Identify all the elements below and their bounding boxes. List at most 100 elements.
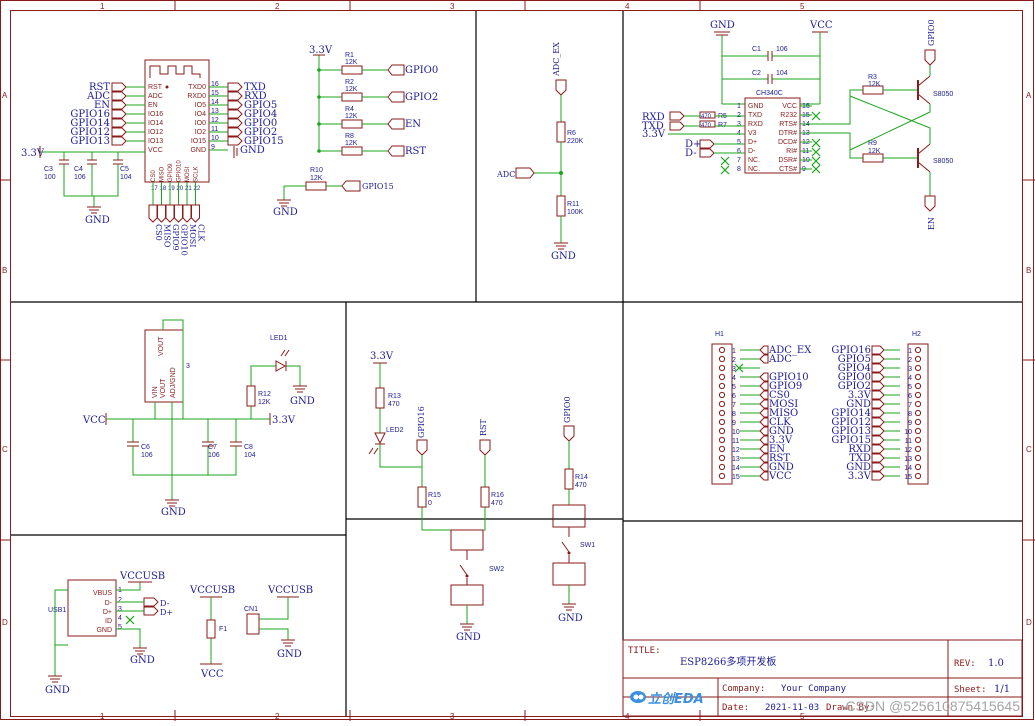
col-label: 2 xyxy=(275,2,280,11)
pin-name: D+ xyxy=(103,609,112,616)
cap-value: 106 xyxy=(141,452,153,459)
date-value: 2021-11-03 xyxy=(765,703,819,713)
led-ref: LED1 xyxy=(270,335,288,342)
net-label: EN xyxy=(405,119,421,130)
pin-name: D- xyxy=(105,600,113,607)
net-label: GPIO15 xyxy=(244,136,284,147)
net-flag xyxy=(759,426,769,436)
esp12-module: RSTADCENIO16IO14IO12IO13VCCRSTADCENGPIO1… xyxy=(21,59,284,256)
header-pin xyxy=(718,391,726,399)
pin-name: DTR# xyxy=(779,130,797,137)
pin-number: 10 xyxy=(732,429,740,436)
rev-value: 1.0 xyxy=(988,658,1004,669)
header-pin xyxy=(718,409,726,417)
pin-name: VIN xyxy=(152,386,159,398)
gnd-label: GND xyxy=(161,507,186,518)
net-label: VCCUSB xyxy=(267,585,313,596)
pin-name: MISO xyxy=(160,166,166,182)
net-label: EN xyxy=(769,444,785,455)
net-label: GPIO15 xyxy=(831,435,871,446)
header-pin xyxy=(914,364,922,372)
pin-name: IO4 xyxy=(195,111,206,118)
pin-name: NC. xyxy=(748,157,760,164)
pin-number: 3 xyxy=(732,366,736,373)
net-label: 3.3V xyxy=(848,390,872,401)
cap-value: 106 xyxy=(208,452,220,459)
pin-number: 14 xyxy=(211,99,219,106)
pin-number: 7 xyxy=(732,402,736,409)
net-label: CLK xyxy=(197,224,206,242)
net-label: GPIO14 xyxy=(70,118,110,129)
resistor-ref: R12 xyxy=(258,391,271,398)
net-flag xyxy=(871,444,885,454)
pin-number: 8 xyxy=(732,411,736,418)
title-label: TITLE: xyxy=(628,646,661,656)
resistor-ref: R2 xyxy=(345,79,354,86)
pin-name: GPIO9 xyxy=(168,163,174,182)
net-label: CS0 xyxy=(154,224,163,241)
net-label: GPIO9 xyxy=(171,224,180,251)
pin-number: 16 xyxy=(211,81,219,88)
pin-name: SCLK xyxy=(194,166,200,182)
net-label: GPIO0 xyxy=(244,118,277,129)
net-flag xyxy=(111,100,127,110)
resistor-value: 100K xyxy=(567,209,584,216)
pin-number: 12 xyxy=(211,117,219,124)
pin-name: ADJ/GND xyxy=(170,367,177,398)
gnd-icon xyxy=(277,199,291,207)
header-pin xyxy=(914,436,922,444)
net-flag xyxy=(871,462,885,472)
resistor-ref: R6 xyxy=(567,130,576,137)
pin-number: 13 xyxy=(904,456,912,463)
net-label: ADC xyxy=(86,91,110,102)
pin-name: V3 xyxy=(748,130,757,137)
pin-number: 8 xyxy=(737,166,741,173)
row-label: A xyxy=(2,91,8,100)
net-label: GPIO10 xyxy=(180,224,189,256)
net-flag xyxy=(759,381,769,391)
pin-number: 22 xyxy=(194,186,201,192)
header-pin xyxy=(718,463,726,471)
resistor-ref: R16 xyxy=(491,492,504,499)
resistor-value: 470 xyxy=(701,123,712,129)
esp-power-label: 3.3V xyxy=(21,148,45,159)
resistor-value: 12K xyxy=(345,113,358,120)
pin-name: IO0 xyxy=(195,120,206,127)
row-label: B xyxy=(1026,266,1031,275)
pin-number: 4 xyxy=(732,375,736,382)
net-flag xyxy=(759,372,769,382)
net-label: GPIO4 xyxy=(838,363,871,374)
resistor-value: 470 xyxy=(491,500,503,507)
resistor-body xyxy=(341,65,363,75)
pin-number: 13 xyxy=(732,456,740,463)
net-label: EN xyxy=(94,100,110,111)
cap-ref: C1 xyxy=(752,46,761,53)
net-flag xyxy=(759,435,769,445)
gnd-label: GND xyxy=(130,655,155,666)
pin-number: 3 xyxy=(737,121,741,128)
ic-part-label: CH340C xyxy=(756,90,783,97)
net-flag xyxy=(871,372,885,382)
gnd-icon xyxy=(165,499,179,507)
pullup-resistors: 3.3V GPIO0R112KGPIO2R212KENR412KRSTR812K… xyxy=(273,45,438,218)
vcc-label: VCC xyxy=(82,415,106,426)
resistor-body xyxy=(341,146,363,156)
net-flag xyxy=(387,91,405,103)
pin-name: MOSI xyxy=(185,166,191,182)
resistor-ref: R14 xyxy=(575,474,588,481)
col-label: 1 xyxy=(100,2,105,11)
company-label: Company: xyxy=(722,684,765,694)
pin-name: R232 xyxy=(780,112,797,119)
header-pin xyxy=(718,427,726,435)
net-flag xyxy=(759,399,769,409)
col-label: 3 xyxy=(450,2,455,11)
pin-name: VCC xyxy=(148,147,163,154)
cap-value: 106 xyxy=(776,46,788,53)
pin-number: 19 xyxy=(168,186,175,192)
col-label: 4 xyxy=(625,2,630,11)
